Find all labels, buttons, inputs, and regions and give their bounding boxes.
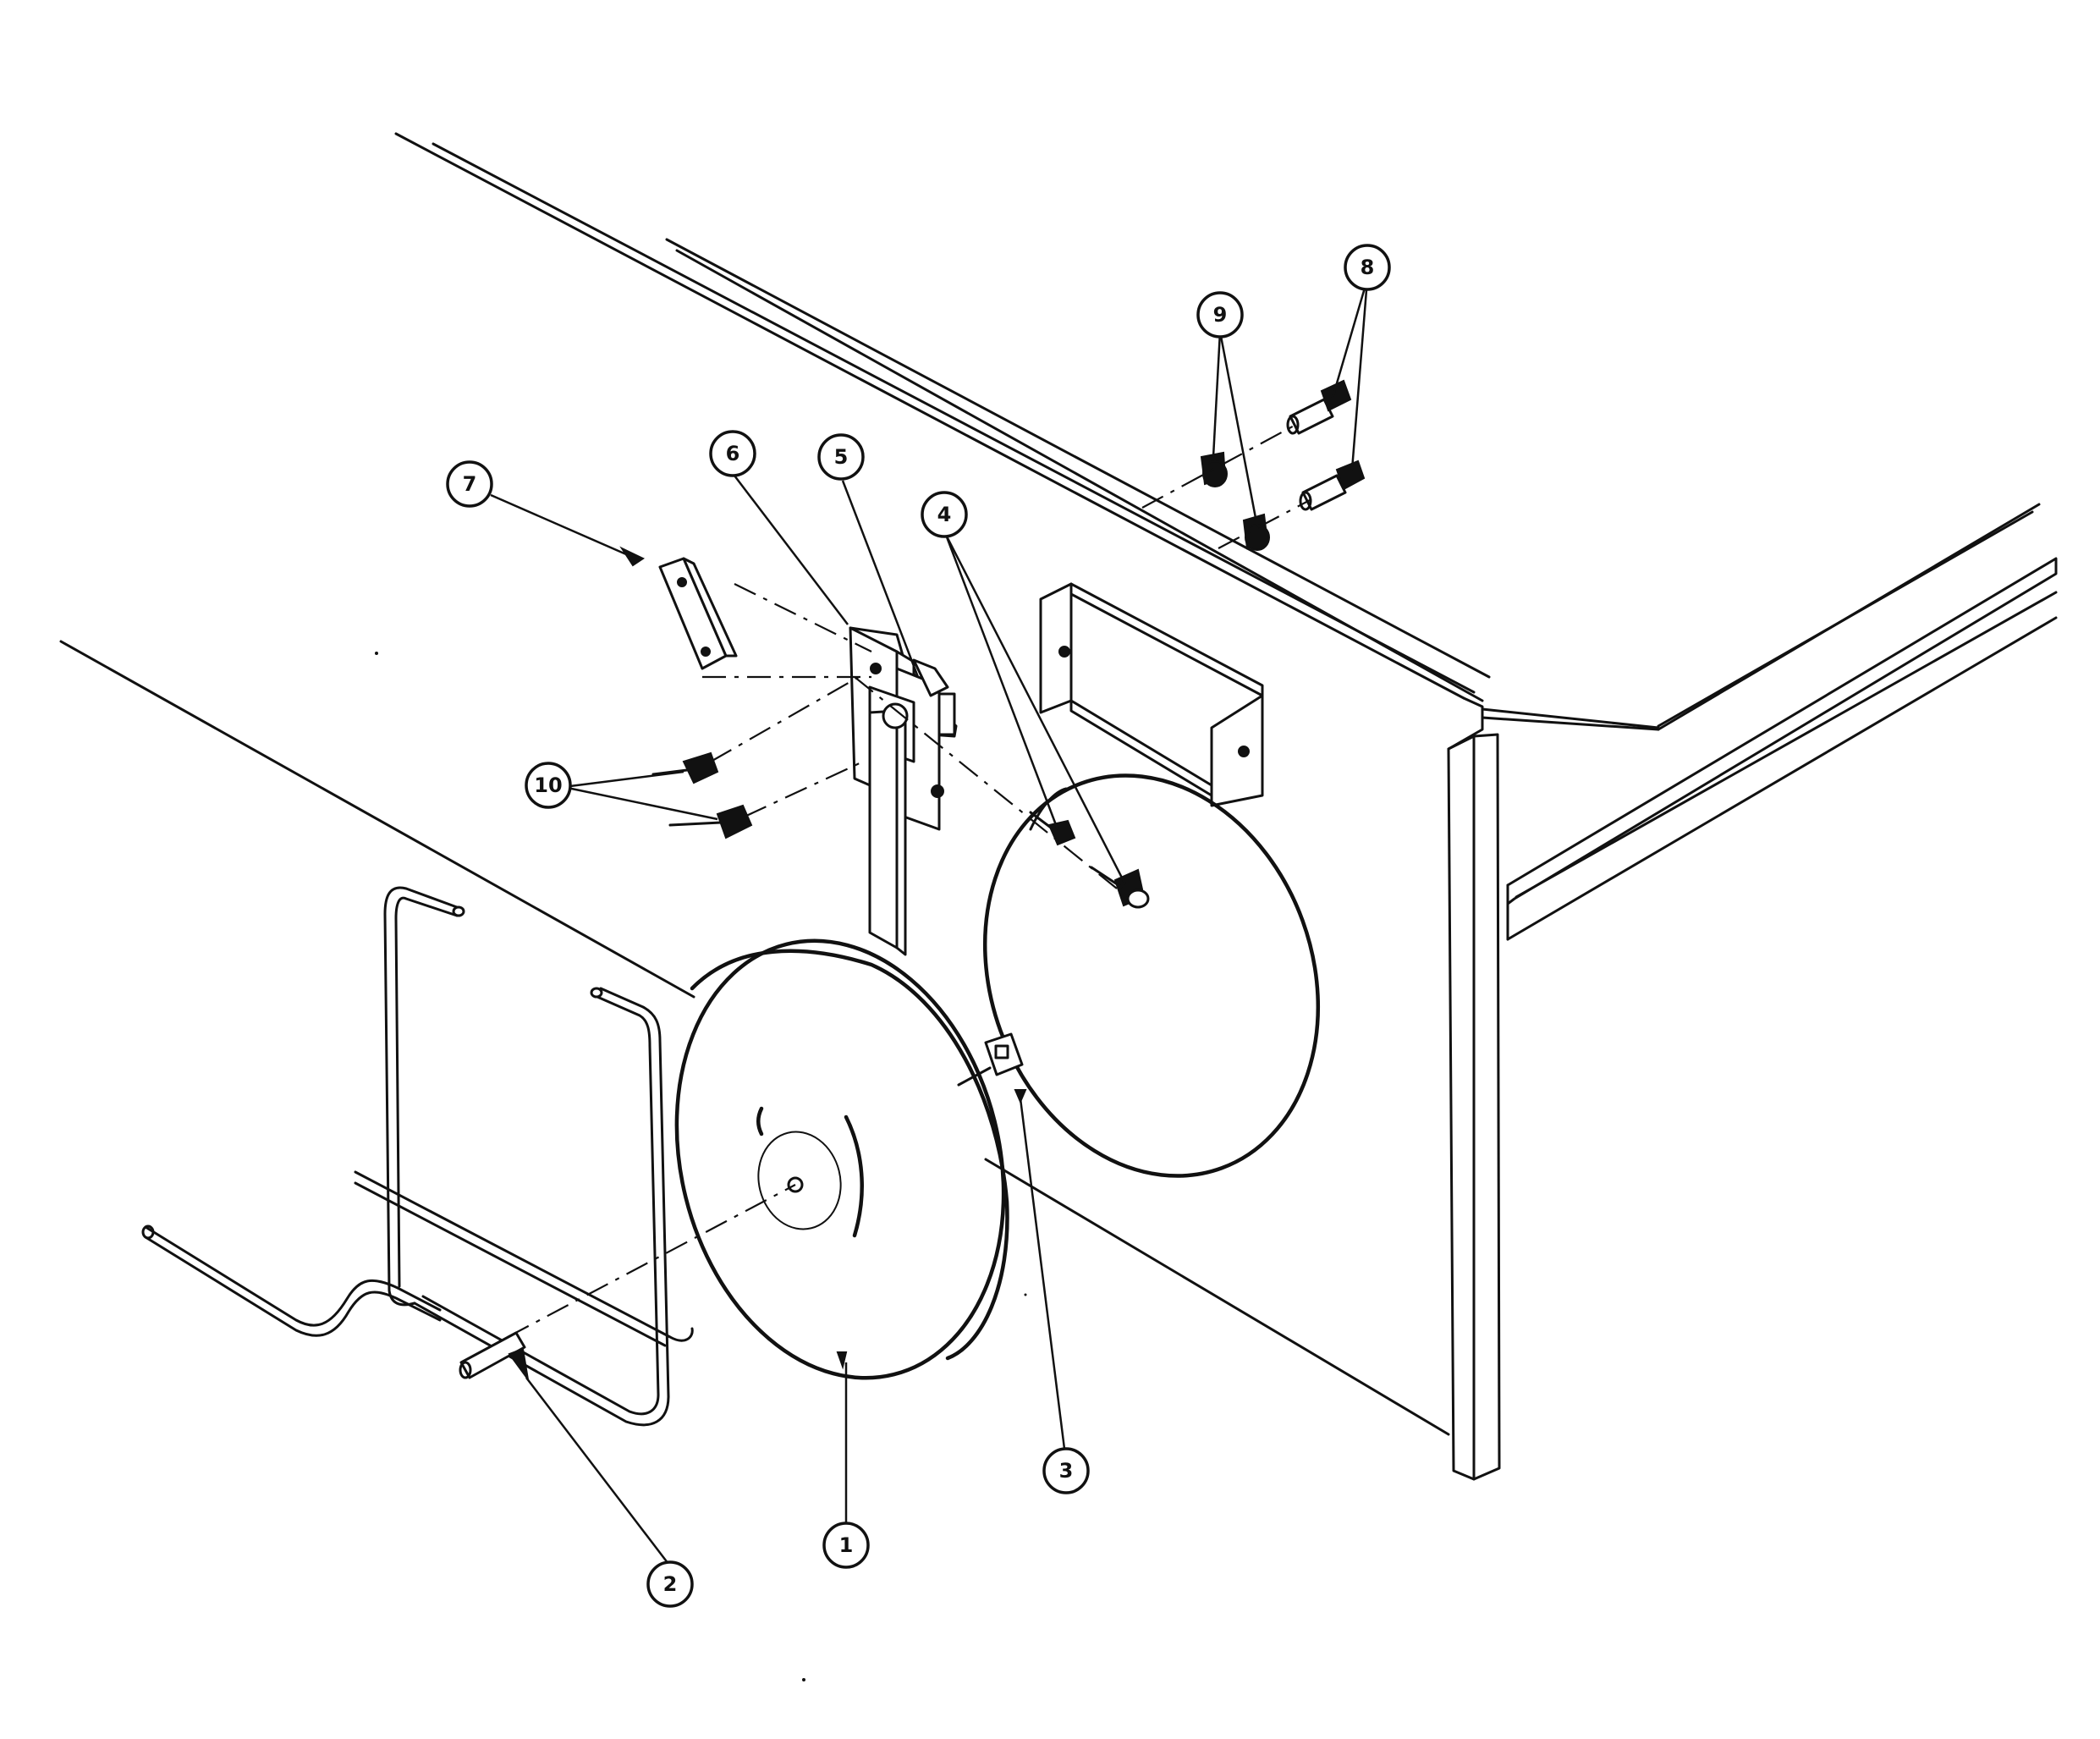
- disc-screws: [1029, 811, 1150, 909]
- callout-2: 2: [646, 1560, 694, 1608]
- callout-label: 9: [1213, 303, 1228, 327]
- mounting-bracket: [1039, 582, 1264, 807]
- callout-label: 1: [839, 1533, 854, 1557]
- square-clip: [957, 1032, 1027, 1104]
- top-fasteners: [1200, 379, 1366, 551]
- callout-label: 7: [463, 472, 477, 496]
- callout-label: 2: [663, 1572, 678, 1596]
- latch-assembly: [849, 626, 958, 956]
- callout-7: 7: [446, 460, 493, 508]
- callout-1: 1: [822, 1522, 870, 1569]
- latch-bar: [619, 546, 738, 670]
- callout-8: 8: [1344, 244, 1391, 291]
- callout-label: 10: [534, 773, 562, 797]
- callout-label: 3: [1059, 1459, 1074, 1483]
- callout-label: 4: [937, 503, 952, 526]
- centerlines: [507, 422, 1312, 1338]
- callout-label: 8: [1361, 256, 1375, 279]
- callout-10: 10: [525, 762, 572, 809]
- callout-6: 6: [709, 430, 756, 477]
- axle-pin: [459, 1331, 529, 1380]
- callout-4: 4: [921, 491, 968, 538]
- callout-5: 5: [817, 433, 865, 481]
- front-disc: [674, 938, 1009, 1380]
- leader-lines: [490, 278, 1369, 1565]
- panel-lower-edges: [59, 640, 1450, 1436]
- side-panel-edge-post: [1447, 696, 1501, 1481]
- callout-3: 3: [1042, 1447, 1090, 1494]
- cabinet-top-edge: [394, 132, 1491, 702]
- scan-specks: [375, 652, 1027, 1681]
- callout-9: 9: [1196, 291, 1244, 338]
- callout-label: 5: [834, 445, 849, 469]
- right-side-rails: [1481, 503, 2058, 941]
- wire-rack: [141, 886, 694, 1427]
- callout-label: 6: [726, 442, 740, 465]
- knob-screws: [651, 751, 753, 839]
